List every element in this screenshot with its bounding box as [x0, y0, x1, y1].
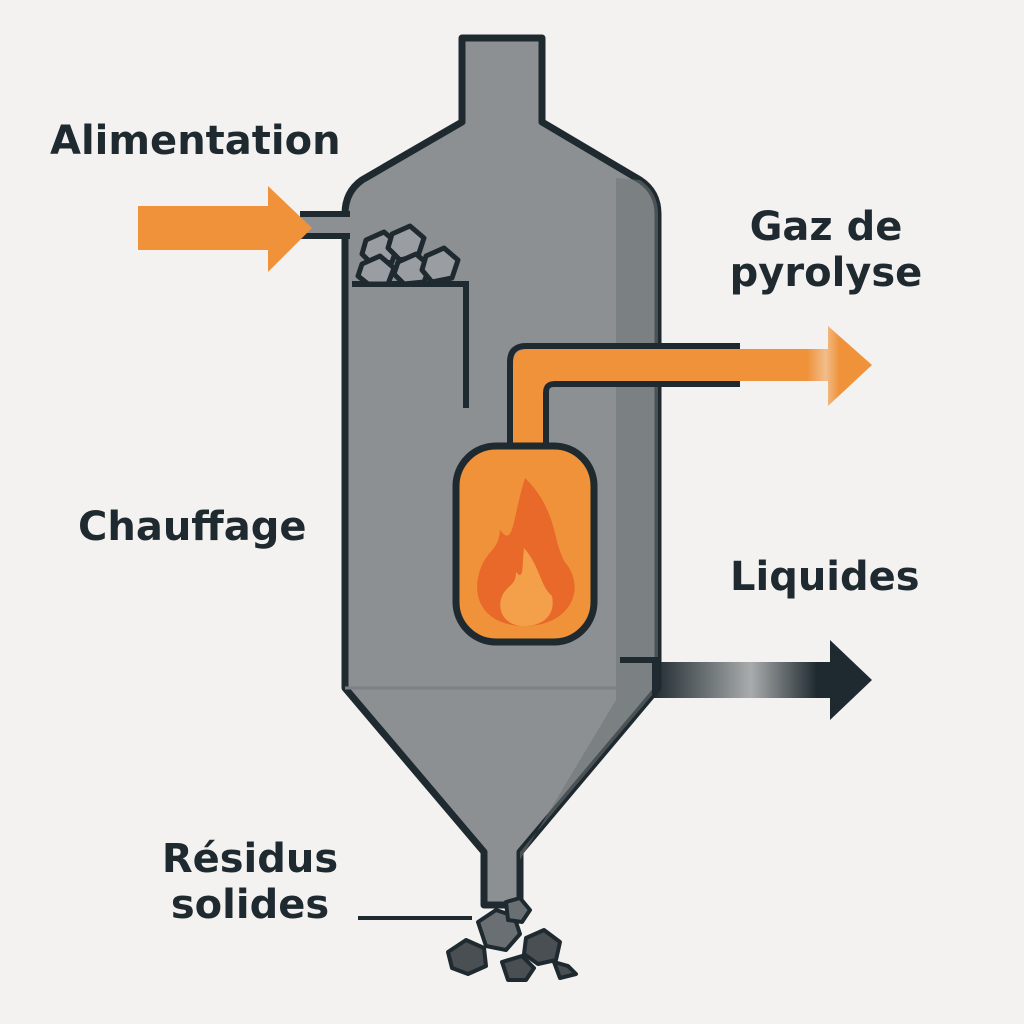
gas-pipe	[507, 343, 740, 460]
feed-pellets	[355, 223, 461, 287]
pellet-icon	[500, 954, 536, 982]
residue-label-line1: Résidus	[161, 836, 339, 882]
pellet-icon	[522, 928, 562, 966]
residue-label: Résidus solides	[140, 836, 360, 928]
residue-label-line2: solides	[170, 882, 330, 928]
feed-pipe	[300, 211, 350, 239]
pellet-icon	[391, 251, 433, 287]
gas-label-line2: pyrolyse	[729, 250, 923, 296]
gas-label: Gaz de pyrolyse	[716, 204, 936, 296]
gas-arrow	[640, 326, 872, 406]
pellet-icon	[419, 245, 461, 285]
flame-icon	[477, 478, 575, 626]
liquids-label: Liquides	[730, 554, 920, 600]
pellet-icon	[355, 253, 397, 287]
heating-label: Chauffage	[78, 504, 307, 550]
gas-label-line1: Gaz de	[749, 204, 903, 250]
pellet-icon	[552, 960, 578, 980]
feed-arrow	[138, 186, 312, 272]
pellet-icon	[446, 938, 488, 976]
feed-label: Alimentation	[50, 118, 341, 164]
pellet-icon	[504, 896, 532, 924]
liquid-arrow	[652, 640, 872, 720]
residue-pellets	[446, 896, 578, 982]
